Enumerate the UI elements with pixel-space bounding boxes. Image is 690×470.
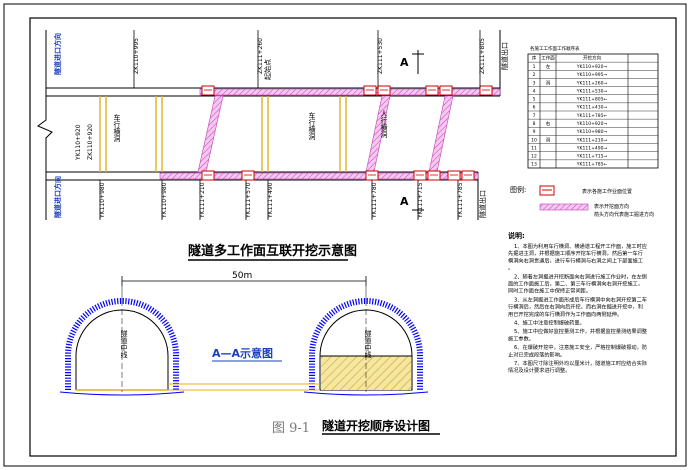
section-title: A—A示意图 xyxy=(212,346,273,360)
table-cell: 7 xyxy=(533,113,536,119)
legend-excavation-swatch xyxy=(539,203,589,211)
table-cell: 2 xyxy=(533,72,536,78)
note-line: 用已开挖完成的车行横洞作为工作面向两侧延伸。 xyxy=(508,310,622,318)
stake-bottom-5: YK111+490 xyxy=(267,182,274,219)
table-cell: 12 xyxy=(531,154,537,160)
note-line: 施工参数。 xyxy=(508,334,534,342)
note-line: 先掘进主洞，并根据施工顺序开挖车行横洞，然后第一车行 xyxy=(508,249,643,257)
top-mark: 起始点 xyxy=(263,59,272,80)
plan-view xyxy=(37,30,501,220)
dimension-label: 50m xyxy=(232,271,252,281)
left-centerline-label: 隧道中线 xyxy=(120,329,128,358)
table-cell: 6 xyxy=(533,105,536,111)
note-line: 面的工作面施工后，第二、第三车行横洞向右洞开挖施工， xyxy=(508,280,643,288)
stake-bottom-6: YK111+780 xyxy=(371,182,378,219)
table-cell: YK110+920→ xyxy=(576,64,608,70)
portal-right-upper: 隧道出口 xyxy=(500,42,509,70)
outer-frame xyxy=(3,3,687,467)
right-centerline-label: 隧道中线 xyxy=(364,329,372,358)
table-cell: 1 xyxy=(533,64,536,70)
note-line: 6、在爆破开挖中，注意施工安全，严格控制爆破振动，防 xyxy=(514,343,647,351)
note-line: 同时工作面在施工中保持正常间距。 xyxy=(508,287,591,295)
table-cell: 13 xyxy=(531,162,537,168)
passage-label-mid: 车行横洞 xyxy=(308,111,316,140)
table-cell: YK110+995→ xyxy=(576,72,608,78)
portal-right-lower: 隧道出口 xyxy=(478,190,487,218)
table-cell: 11 xyxy=(531,145,537,151)
table-header-cell: 开挖方向 xyxy=(583,55,601,62)
note-line: 止对已完成段落的影响。 xyxy=(508,350,565,358)
table-cell: 5 xyxy=(533,97,536,103)
table-cell: 4 xyxy=(533,88,536,94)
notes-heading: 说明: xyxy=(508,231,525,240)
legend-item1: 表示各施工作业面位置 xyxy=(582,188,632,195)
note-line: 5、施工中应做好监控量测工作，并根据监控量测结果调整 xyxy=(514,327,647,335)
legend-item2a: 表示开挖面方向 xyxy=(594,203,629,210)
stake-bottom-4: YK111+570 xyxy=(245,182,252,219)
portal-left-upper: 隧道进口方向 xyxy=(53,33,62,75)
table-cell: YK110+920→ xyxy=(576,121,608,127)
stake-bottom-1: YK110+980 xyxy=(99,182,106,219)
note-line: 7、本图尺寸除注明外均以厘米计，隧道施工时应结合实际 xyxy=(514,359,647,367)
inner-frame xyxy=(29,17,677,457)
table-cell: 洞 xyxy=(546,136,551,143)
table-cell: 9 xyxy=(533,129,536,135)
stake-bottom-8: YK111+785 xyxy=(457,182,464,219)
note-line: 4、施工中注意控制爆破药量。 xyxy=(514,319,585,327)
portal-left-lower: 隧道进口方向 xyxy=(53,176,62,218)
table-header-cell: 工作面 xyxy=(541,55,555,62)
stake-top-1: ZK110+995 xyxy=(133,38,140,74)
passage-label-ped: 人行横洞 xyxy=(380,110,388,138)
legend-title: 图例: xyxy=(510,185,526,194)
section-view xyxy=(59,276,429,396)
stake-top-4: ZK111+805 xyxy=(479,38,486,74)
stake-top-2: ZK111+260 xyxy=(257,38,264,74)
section-marker-top: A xyxy=(400,56,409,69)
table-cell: YK111+785← xyxy=(576,113,608,119)
stake-bottom-2: YK110+980 xyxy=(161,182,168,219)
table-cell: YK111+715→ xyxy=(576,154,608,160)
table-cell: YK111+260→ xyxy=(576,80,608,86)
legend-item2b: 箭头方向代表施工掘进方向 xyxy=(594,211,654,218)
figure-number: 图 9-1 xyxy=(272,421,310,436)
note-line: 1、本图为利用车行横洞、横通道工程开工作面，施工时应 xyxy=(514,242,647,250)
note-line: 情况及设计要求进行调整。 xyxy=(508,366,570,374)
stake-bottom-7: YK111+715 xyxy=(417,182,424,219)
legend: 图例: 表示各施工作业面位置 表示开挖面方向 箭头方向代表施工掘进方向 xyxy=(510,185,654,218)
plan-title: 隧道多工作面互联开挖示意图 xyxy=(188,243,357,259)
drawing-title: 隧道开挖顺序设计图 xyxy=(322,418,430,433)
table-cell: 10 xyxy=(531,137,537,143)
section-marker-bottom: A xyxy=(400,195,409,208)
note-line: 。 xyxy=(508,266,513,272)
schedule-title: 各施工工作面工作顺序表 xyxy=(530,45,580,52)
note-line: 横洞向右洞贯通后，进行车行横洞与右洞之间上下部面施工 xyxy=(508,256,643,264)
stake-bottom-3: YK111+210 xyxy=(199,182,206,219)
table-cell: 右 xyxy=(546,120,551,127)
table-cell: YK111+530→ xyxy=(576,88,608,94)
notes-block: 1、本图为利用车行横洞、横通道工程开工作面，施工时应先掘进主洞，并根据施工顺序开… xyxy=(508,242,647,374)
table-cell: YK111+785← xyxy=(576,162,608,168)
table-cell: 8 xyxy=(533,121,536,127)
table-cell: 左 xyxy=(546,63,551,70)
table-cell: YK110+980→ xyxy=(576,129,608,135)
table-cell: YK111+805← xyxy=(576,97,608,103)
table-cell: YK111+430→ xyxy=(576,105,608,111)
note-line: 行横洞后，然后在右洞向后开挖，而右洞在掘进开挖中，利 xyxy=(508,303,643,311)
stake-left-2: YK110+920 xyxy=(75,124,82,161)
passage-label-left: 车行横洞 xyxy=(113,113,121,142)
table-cell: 洞 xyxy=(546,79,551,86)
stake-top-3: ZK111+530 xyxy=(377,38,384,74)
table-cell: YK111+490→ xyxy=(576,145,608,151)
note-line: 3、从左洞掘进工作面形成后车行横洞中向右洞开挖第二车 xyxy=(514,295,647,303)
table-cell: 3 xyxy=(533,80,536,86)
table-header-cell: 序 xyxy=(532,55,537,62)
note-line: 2、随着左洞掘进开挖断面向右洞进行施工作业时，在左侧 xyxy=(514,272,647,280)
table-cell: YK111+210→ xyxy=(576,137,608,143)
stake-left: ZK110+920 xyxy=(87,124,94,160)
